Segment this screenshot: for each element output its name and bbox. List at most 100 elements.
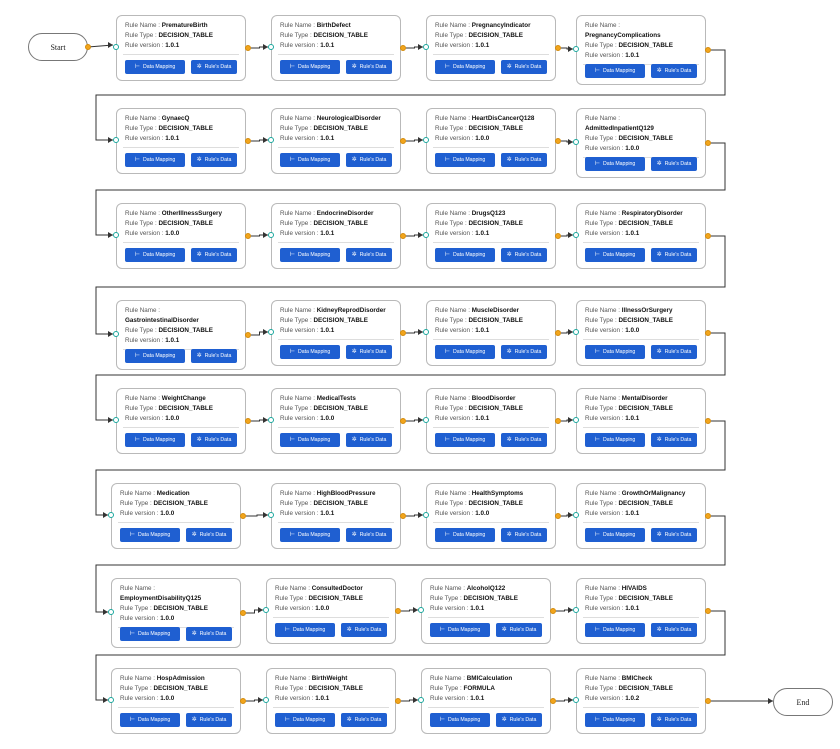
data-mapping-button[interactable]: ⊢ Data Mapping [435, 433, 495, 447]
output-port[interactable] [550, 608, 556, 614]
rule-node-mentaldisorder[interactable]: Rule Name : MentalDisorder Rule Type : D… [576, 388, 706, 454]
rule-node-healthsymptoms[interactable]: Rule Name : HealthSymptoms Rule Type : D… [426, 483, 556, 549]
output-port[interactable] [245, 138, 251, 144]
output-port[interactable] [705, 140, 711, 146]
output-port[interactable] [550, 698, 556, 704]
rules-data-button[interactable]: ✲ Rule's Data [346, 60, 392, 74]
rule-node-illnessorsurgery[interactable]: Rule Name : IllnessOrSurgery Rule Type :… [576, 300, 706, 366]
data-mapping-button[interactable]: ⊢ Data Mapping [125, 153, 185, 167]
rules-data-button[interactable]: ✲ Rule's Data [651, 528, 697, 542]
output-port[interactable] [555, 45, 561, 51]
output-port[interactable] [400, 330, 406, 336]
output-port[interactable] [395, 698, 401, 704]
input-port[interactable] [573, 139, 579, 145]
rule-node-alcoholq122[interactable]: Rule Name : AlcoholQ122 Rule Type : DECI… [421, 578, 551, 644]
output-port[interactable] [705, 233, 711, 239]
data-mapping-button[interactable]: ⊢ Data Mapping [585, 623, 645, 637]
data-mapping-button[interactable]: ⊢ Data Mapping [280, 528, 340, 542]
data-mapping-button[interactable]: ⊢ Data Mapping [435, 153, 495, 167]
data-mapping-button[interactable]: ⊢ Data Mapping [585, 433, 645, 447]
rule-node-birthdefect[interactable]: Rule Name : BirthDefect Rule Type : DECI… [271, 15, 401, 81]
data-mapping-button[interactable]: ⊢ Data Mapping [585, 248, 645, 262]
data-mapping-button[interactable]: ⊢ Data Mapping [430, 713, 490, 727]
rules-data-button[interactable]: ✲ Rule's Data [341, 713, 387, 727]
rule-node-hospadmission[interactable]: Rule Name : HospAdmission Rule Type : DE… [111, 668, 241, 734]
rules-data-button[interactable]: ✲ Rule's Data [651, 64, 697, 78]
input-port[interactable] [108, 697, 114, 703]
output-port[interactable] [240, 610, 246, 616]
data-mapping-button[interactable]: ⊢ Data Mapping [435, 248, 495, 262]
data-mapping-button[interactable]: ⊢ Data Mapping [280, 60, 340, 74]
rule-node-hivaids[interactable]: Rule Name : HIVAIDS Rule Type : DECISION… [576, 578, 706, 644]
data-mapping-button[interactable]: ⊢ Data Mapping [280, 345, 340, 359]
input-port[interactable] [268, 137, 274, 143]
output-port[interactable] [555, 418, 561, 424]
data-mapping-button[interactable]: ⊢ Data Mapping [125, 60, 185, 74]
rules-data-button[interactable]: ✲ Rule's Data [191, 349, 237, 363]
input-port[interactable] [268, 329, 274, 335]
input-port[interactable] [423, 329, 429, 335]
input-port[interactable] [573, 512, 579, 518]
rule-node-respiratorydisorder[interactable]: Rule Name : RespiratoryDisorder Rule Typ… [576, 203, 706, 269]
output-port[interactable] [555, 330, 561, 336]
input-port[interactable] [423, 44, 429, 50]
rules-data-button[interactable]: ✲ Rule's Data [651, 713, 697, 727]
input-port[interactable] [113, 44, 119, 50]
input-port[interactable] [423, 232, 429, 238]
rules-data-button[interactable]: ✲ Rule's Data [346, 528, 392, 542]
data-mapping-button[interactable]: ⊢ Data Mapping [125, 433, 185, 447]
data-mapping-button[interactable]: ⊢ Data Mapping [120, 627, 180, 641]
rule-node-muscledisorder[interactable]: Rule Name : MuscleDisorder Rule Type : D… [426, 300, 556, 366]
output-port[interactable] [705, 47, 711, 53]
data-mapping-button[interactable]: ⊢ Data Mapping [585, 64, 645, 78]
rules-data-button[interactable]: ✲ Rule's Data [346, 248, 392, 262]
input-port[interactable] [268, 512, 274, 518]
rule-node-gynaecq[interactable]: Rule Name : GynaecQ Rule Type : DECISION… [116, 108, 246, 174]
rules-data-button[interactable]: ✲ Rule's Data [191, 248, 237, 262]
rules-data-button[interactable]: ✲ Rule's Data [501, 60, 547, 74]
rule-node-blooddisorder[interactable]: Rule Name : BloodDisorder Rule Type : DE… [426, 388, 556, 454]
rule-node-medication[interactable]: Rule Name : Medication Rule Type : DECIS… [111, 483, 241, 549]
rules-data-button[interactable]: ✲ Rule's Data [501, 345, 547, 359]
data-mapping-button[interactable]: ⊢ Data Mapping [585, 713, 645, 727]
output-port[interactable] [400, 233, 406, 239]
rules-data-button[interactable]: ✲ Rule's Data [346, 153, 392, 167]
rule-node-otherillnesssurgery[interactable]: Rule Name : OtherIllnessSurgery Rule Typ… [116, 203, 246, 269]
rule-node-consulteddoctor[interactable]: Rule Name : ConsultedDoctor Rule Type : … [266, 578, 396, 644]
data-mapping-button[interactable]: ⊢ Data Mapping [125, 349, 185, 363]
rule-node-medicaltests[interactable]: Rule Name : MedicalTests Rule Type : DEC… [271, 388, 401, 454]
rules-data-button[interactable]: ✲ Rule's Data [651, 623, 697, 637]
data-mapping-button[interactable]: ⊢ Data Mapping [280, 153, 340, 167]
data-mapping-button[interactable]: ⊢ Data Mapping [430, 623, 490, 637]
output-port[interactable] [245, 45, 251, 51]
output-port[interactable] [240, 513, 246, 519]
data-mapping-button[interactable]: ⊢ Data Mapping [275, 713, 335, 727]
output-port[interactable] [555, 138, 561, 144]
end-node[interactable]: End [773, 688, 833, 716]
rule-node-gastrointestinaldisorder[interactable]: Rule Name : GastrointestinalDisorder Rul… [116, 300, 246, 370]
output-port[interactable] [400, 45, 406, 51]
input-port[interactable] [263, 697, 269, 703]
input-port[interactable] [423, 417, 429, 423]
rules-data-button[interactable]: ✲ Rule's Data [186, 627, 232, 641]
input-port[interactable] [573, 232, 579, 238]
rules-data-button[interactable]: ✲ Rule's Data [346, 433, 392, 447]
output-port[interactable] [400, 513, 406, 519]
rules-data-button[interactable]: ✲ Rule's Data [496, 623, 542, 637]
rule-node-bmicheck[interactable]: Rule Name : BMICheck Rule Type : DECISIO… [576, 668, 706, 734]
rule-node-neurologicaldisorder[interactable]: Rule Name : NeurologicalDisorder Rule Ty… [271, 108, 401, 174]
rules-data-button[interactable]: ✲ Rule's Data [186, 713, 232, 727]
rule-node-bmicalculation[interactable]: Rule Name : BMICalculation Rule Type : F… [421, 668, 551, 734]
input-port[interactable] [573, 607, 579, 613]
output-port[interactable] [400, 138, 406, 144]
input-port[interactable] [423, 137, 429, 143]
rules-data-button[interactable]: ✲ Rule's Data [651, 248, 697, 262]
output-port[interactable] [400, 418, 406, 424]
input-port[interactable] [113, 232, 119, 238]
rule-node-endocrinedisorder[interactable]: Rule Name : EndocrineDisorder Rule Type … [271, 203, 401, 269]
rule-node-birthweight[interactable]: Rule Name : BirthWeight Rule Type : DECI… [266, 668, 396, 734]
data-mapping-button[interactable]: ⊢ Data Mapping [585, 157, 645, 171]
output-port[interactable] [705, 418, 711, 424]
rule-node-growthormalignancy[interactable]: Rule Name : GrowthOrMalignancy Rule Type… [576, 483, 706, 549]
data-mapping-button[interactable]: ⊢ Data Mapping [585, 528, 645, 542]
